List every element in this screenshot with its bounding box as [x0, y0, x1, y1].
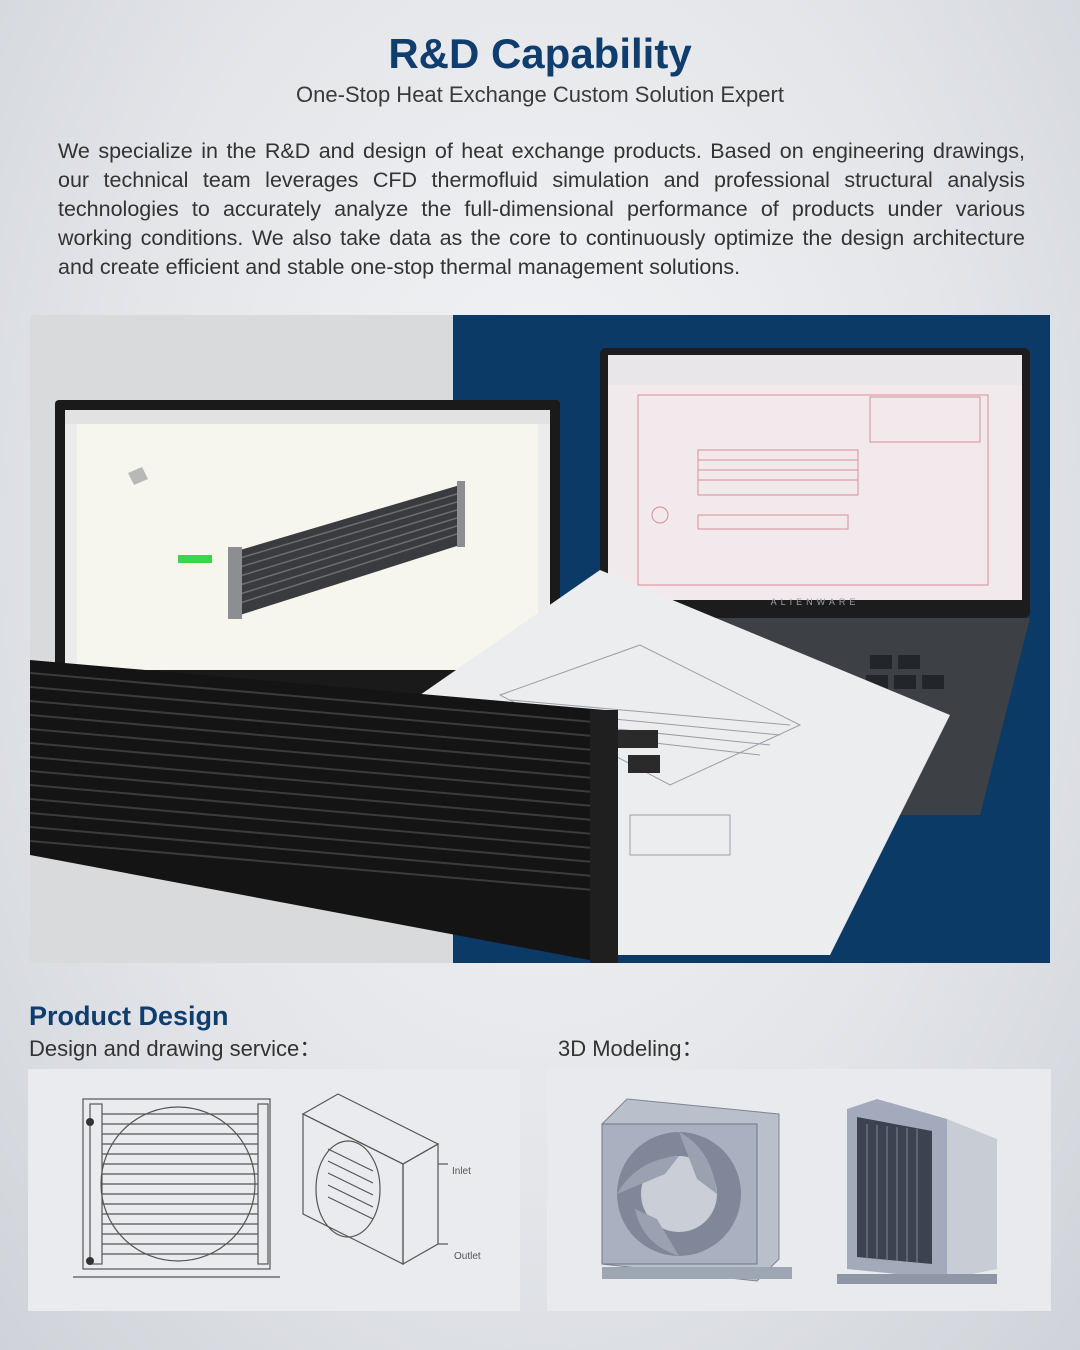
cad-radiator-model	[178, 481, 465, 619]
outlet-label: Outlet	[454, 1251, 481, 1262]
3d-modeling-caption: 3D Modeling：	[558, 1036, 704, 1061]
inlet-label: Inlet	[452, 1166, 471, 1177]
drawing-service-caption: Design and drawing service：	[29, 1036, 322, 1061]
physical-radiator	[30, 660, 660, 963]
3d-radiator-model	[837, 1099, 997, 1284]
page-subtitle: One-Stop Heat Exchange Custom Solution E…	[296, 82, 784, 107]
rd-workstation-photo: ALIENWARE	[30, 315, 1050, 963]
3d-fan-model	[601, 1098, 792, 1282]
laptop-brand-label: ALIENWARE	[771, 597, 860, 607]
front-view-drawing	[73, 1098, 280, 1278]
intro-paragraph: We specialize in the R&D and design of h…	[58, 139, 1025, 279]
3d-modeling-panel	[547, 1069, 1051, 1311]
design-drawing-panel: Inlet Outlet	[28, 1069, 520, 1311]
product-design-title: Product Design	[29, 1001, 229, 1031]
isometric-drawing	[301, 1093, 448, 1266]
page-title: R&D Capability	[388, 30, 692, 77]
